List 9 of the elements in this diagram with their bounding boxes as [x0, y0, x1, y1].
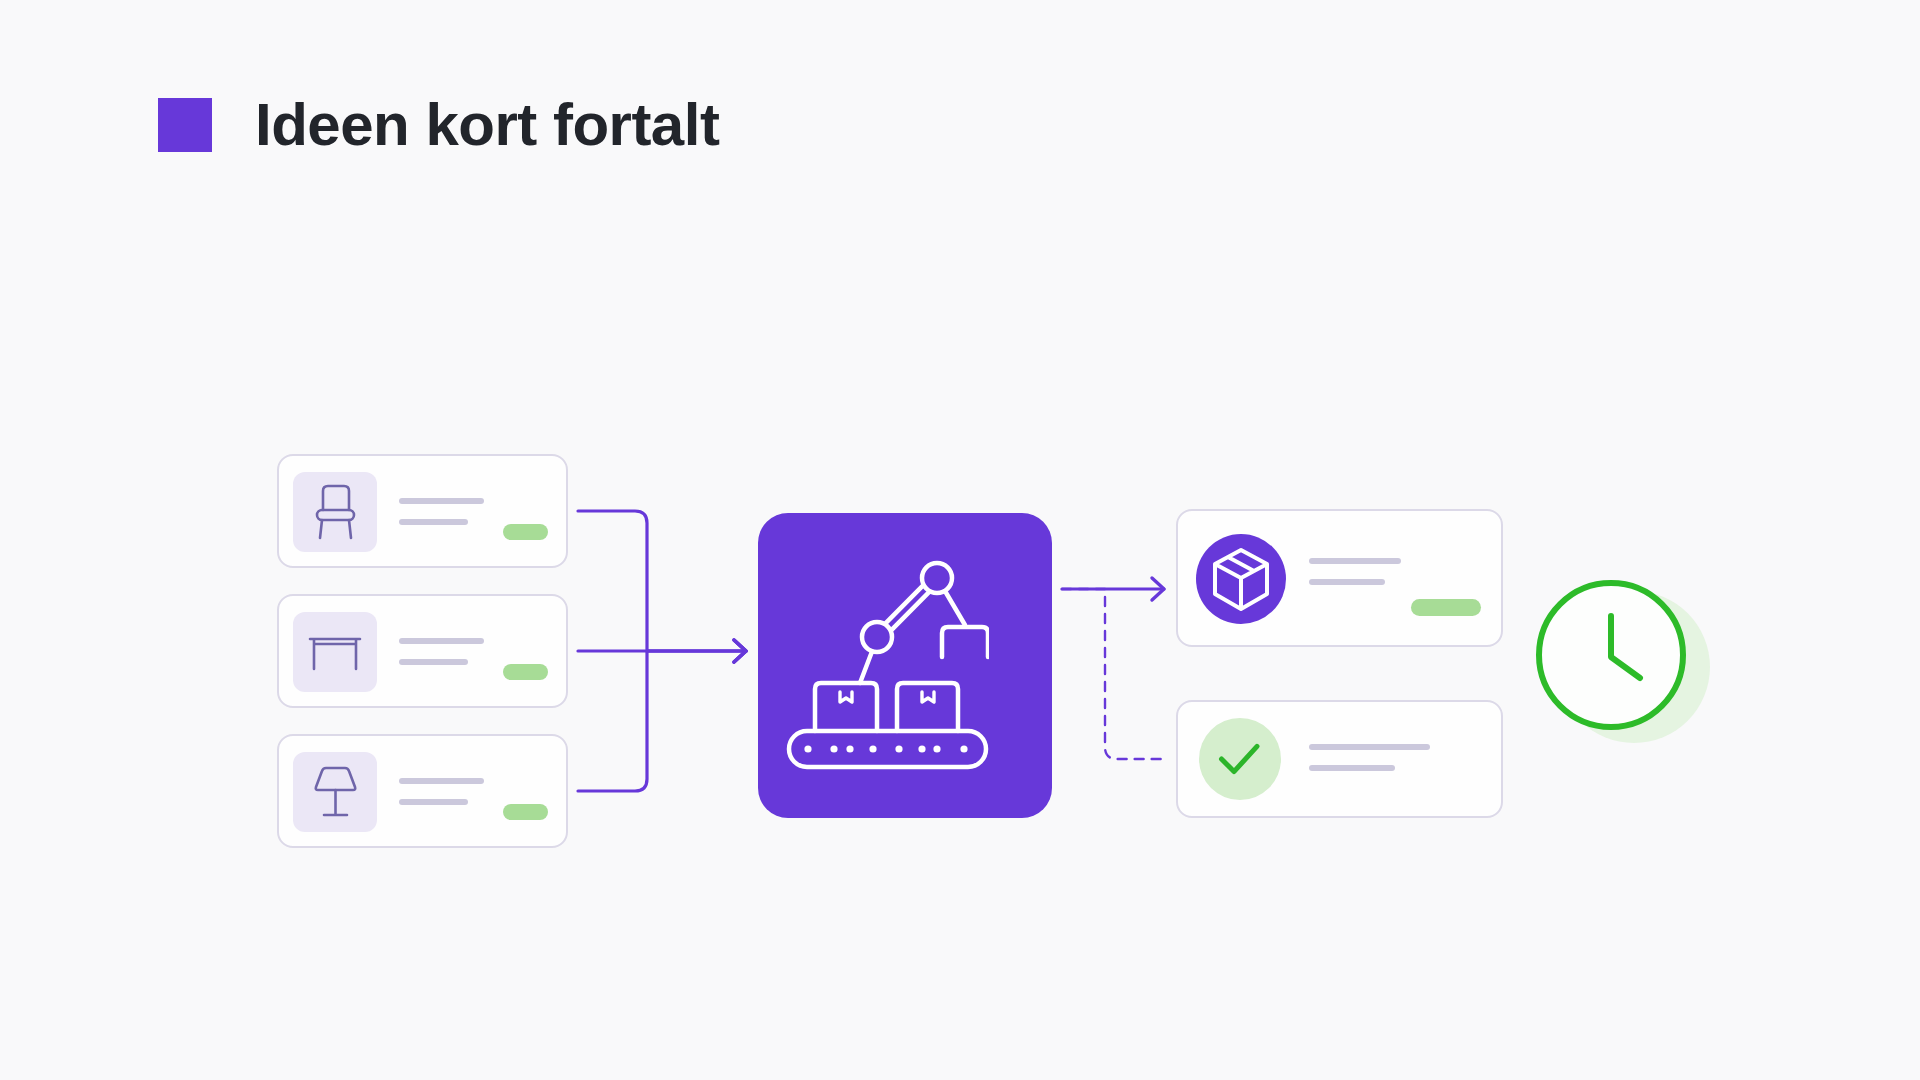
- card: [1176, 509, 1503, 647]
- card: [277, 454, 568, 568]
- process-box: [758, 513, 1052, 818]
- card: [1176, 700, 1503, 818]
- card: [277, 734, 568, 848]
- diagram-title: Ideen kort fortalt: [255, 95, 720, 155]
- arrow: [576, 638, 748, 793]
- card: [277, 594, 568, 708]
- arrow: [1060, 576, 1166, 602]
